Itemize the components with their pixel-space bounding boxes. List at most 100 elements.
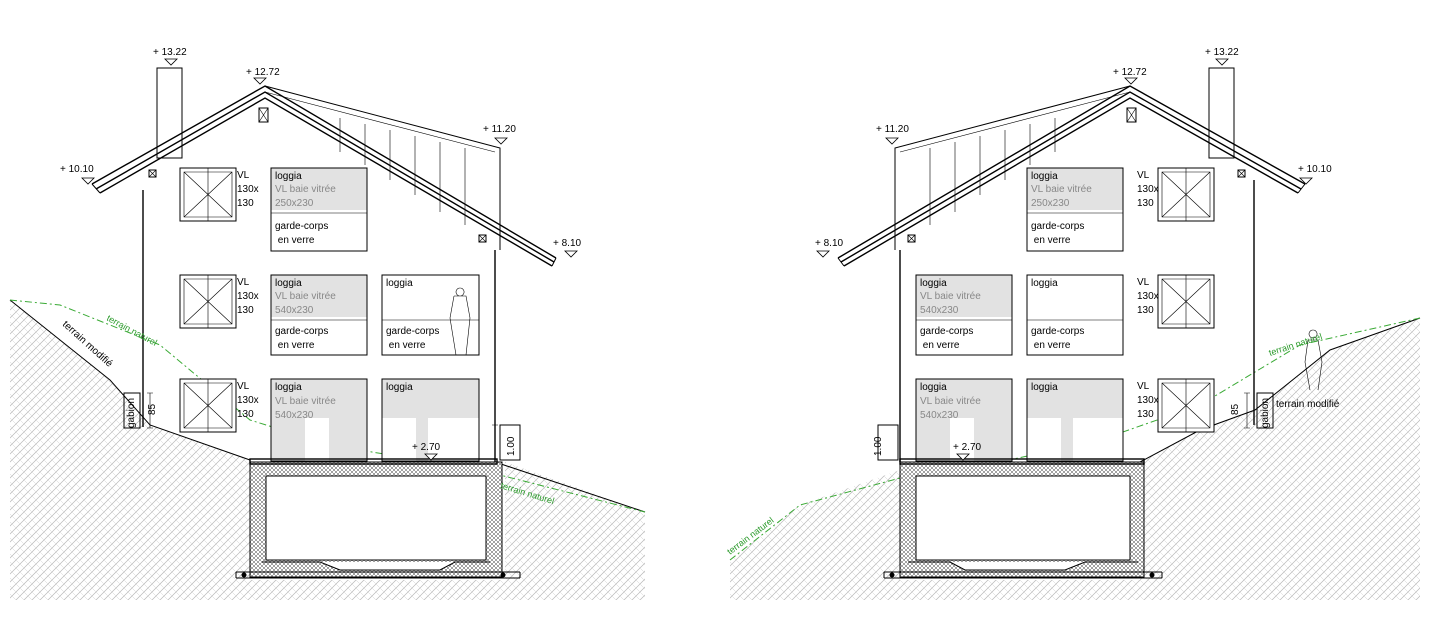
window-l-1 [179, 167, 237, 222]
chimney [156, 67, 183, 159]
loggia-title: loggia [386, 278, 413, 289]
ground-hatch [730, 318, 1420, 600]
loggia-title: loggia [1031, 278, 1058, 289]
loggia-rail-2: en verre [275, 235, 315, 246]
loggia-size: 540x230 [920, 305, 959, 316]
loggia-r-1 [1026, 167, 1124, 252]
level-ridge: + 12.72 [1113, 67, 1147, 78]
terrain-naturel-label: terrain naturel [1268, 331, 1324, 358]
level-ridge: + 12.72 [246, 67, 280, 78]
window-label-3c: 130 [237, 409, 254, 420]
loggia-title: loggia [1031, 382, 1058, 393]
terrain-naturel-label: terrain naturel [105, 313, 159, 348]
level-eave-left: + 10.10 [60, 164, 94, 175]
loggia-title: loggia [1031, 171, 1058, 182]
window-label-3c: 130 [1137, 409, 1154, 420]
level-eave-left: + 11.20 [876, 124, 909, 135]
gabion-label: gabion [126, 398, 137, 428]
elevation-right [729, 67, 1421, 600]
gabion [123, 392, 141, 429]
loggia-title: loggia [920, 278, 947, 289]
window-label-1b: 130x [1137, 184, 1159, 195]
window-label-2b: 130x [1137, 291, 1159, 302]
loggia-rail-2: en verre [1031, 235, 1071, 246]
window-label-2a: VL [1137, 277, 1150, 288]
window-r-1 [1157, 167, 1215, 222]
window-label-3a: VL [1137, 381, 1150, 392]
terrain-modifie-label: terrain modifié [1276, 399, 1340, 410]
loggia-rail: garde-corps [386, 326, 439, 337]
loggia-rail: garde-corps [1031, 221, 1084, 232]
house-wall [899, 180, 1255, 462]
gabion-dim: 85 [1230, 403, 1241, 415]
step-dim: 1.00 [506, 436, 517, 456]
loggia-glass: VL baie vitrée [275, 291, 336, 302]
window-label-2c: 130 [237, 305, 254, 316]
gabion [1256, 392, 1274, 429]
window-label-1c: 130 [1137, 198, 1154, 209]
gabion-label: gabion [1260, 398, 1271, 428]
window-label-3a: VL [237, 381, 250, 392]
loggia-glass: VL baie vitrée [920, 291, 981, 302]
window-label-1b: 130x [237, 184, 259, 195]
loggia-rail-2: en verre [275, 340, 315, 351]
window-label-3b: 130x [1137, 395, 1159, 406]
loggia-glass: VL baie vitrée [275, 396, 336, 407]
level-eave-low: + 8.10 [815, 238, 844, 249]
window-l-3 [179, 378, 237, 433]
loggia-size: 540x230 [275, 410, 314, 421]
loggia-glass: VL baie vitrée [1031, 184, 1092, 195]
loggia-rail: garde-corps [275, 221, 328, 232]
window-label-2b: 130x [237, 291, 259, 302]
window-label-2c: 130 [1137, 305, 1154, 316]
level-chimney: + 13.22 [1205, 47, 1239, 58]
loggia-title: loggia [386, 382, 413, 393]
loggia-l-3 [381, 274, 480, 356]
loggia-title: loggia [275, 278, 302, 289]
ground-hatch [10, 300, 645, 600]
window-label-1a: VL [1137, 170, 1150, 181]
loggia-rail-2: en verre [920, 340, 960, 351]
loggia-rail: garde-corps [920, 326, 973, 337]
level-markers [81, 58, 1313, 461]
ground-line [9, 299, 251, 461]
loggia-size: 250x230 [275, 198, 314, 209]
step-dim: 1.00 [873, 436, 884, 456]
ground-line [1139, 317, 1421, 463]
chimney [1208, 67, 1235, 159]
gabion-dim: 85 [147, 403, 158, 415]
loggia-glass: VL baie vitrée [920, 396, 981, 407]
loggia-size: 250x230 [1031, 198, 1070, 209]
loggia-rail-2: en verre [386, 340, 426, 351]
loggia-glass: VL baie vitrée [275, 184, 336, 195]
level-chimney: + 13.22 [153, 47, 187, 58]
window-r-2 [1157, 274, 1215, 329]
window-r-3 [1157, 378, 1215, 433]
loggia-r-4 [915, 378, 1013, 462]
loggia-l-1 [270, 167, 368, 252]
level-eave-right: + 10.10 [1298, 164, 1332, 175]
loggia-rail: garde-corps [1031, 326, 1084, 337]
loggia-title: loggia [275, 382, 302, 393]
loggia-title: loggia [275, 171, 302, 182]
loggia-rail-2: en verre [1031, 340, 1071, 351]
level-eave-low: + 8.10 [553, 238, 582, 249]
loggia-r-3 [1026, 274, 1124, 356]
elevation-left [9, 67, 646, 600]
loggia-size: 540x230 [275, 305, 314, 316]
level-eave-right: + 11.20 [483, 124, 516, 135]
level-floor: + 2.70 [412, 442, 441, 453]
loggia-rail: garde-corps [275, 326, 328, 337]
window-label-3b: 130x [237, 395, 259, 406]
window-l-2 [179, 274, 237, 329]
loggia-size: 540x230 [920, 410, 959, 421]
level-floor: + 2.70 [953, 442, 982, 453]
loggia-r-5 [1026, 378, 1124, 462]
window-label-2a: VL [237, 277, 250, 288]
loggia-l-5 [381, 378, 480, 462]
loggia-r-2 [915, 274, 1013, 356]
loggia-l-2 [270, 274, 368, 356]
loggia-l-4 [270, 378, 368, 462]
loggia-title: loggia [920, 382, 947, 393]
